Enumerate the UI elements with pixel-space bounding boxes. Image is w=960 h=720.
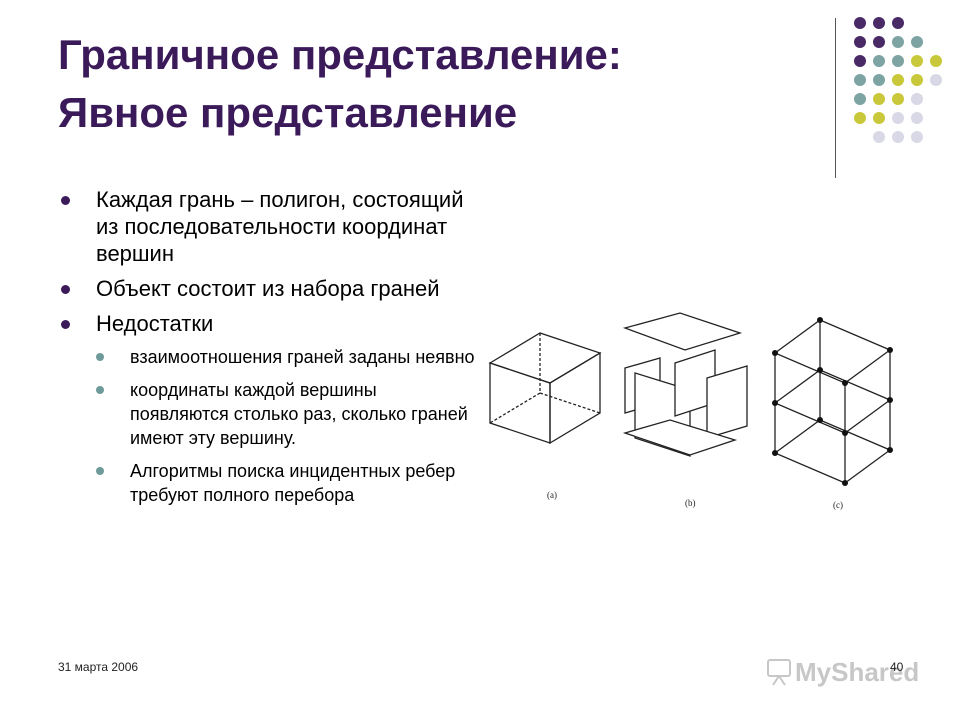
- bullet-item: Каждая грань – полигон, состоящий из пос…: [58, 186, 478, 267]
- slide-title: Граничное представление: Явное представл…: [58, 26, 798, 142]
- title-line-1: Граничное представление:: [58, 31, 622, 78]
- footer-date: 31 марта 2006: [58, 660, 139, 674]
- figure-b-faces: [622, 312, 748, 457]
- bullet-item: Объект состоит из набора граней: [58, 275, 478, 302]
- sub-bullet-item: координаты каждой вершины появляются сто…: [58, 378, 478, 450]
- watermark-logo: MyShared: [767, 657, 919, 687]
- title-line-2: Явное представление: [58, 89, 518, 136]
- decorative-dot-grid: [854, 17, 942, 143]
- figure-label-b: (b): [685, 498, 696, 508]
- boundary-representation-figure: (a) (b) (c): [488, 312, 893, 510]
- bullet-list: Каждая грань – полигон, состоящий из пос…: [58, 186, 478, 516]
- bullet-item: Недостатки: [58, 310, 478, 337]
- figure-c-graph: [773, 319, 892, 484]
- presentation-board-icon: [767, 659, 791, 686]
- figure-label-c: (c): [833, 500, 843, 510]
- decorative-divider: [835, 18, 836, 178]
- figure-label-a: (a): [547, 490, 557, 500]
- figure-a-box: [488, 332, 602, 445]
- page-number: 40: [890, 660, 904, 674]
- watermark-text: MyShared: [795, 657, 919, 687]
- sub-bullet-item: Алгоритмы поиска инцидентных ребер требу…: [58, 459, 478, 507]
- sub-bullet-item: взаимоотношения граней заданы неявно: [58, 345, 478, 369]
